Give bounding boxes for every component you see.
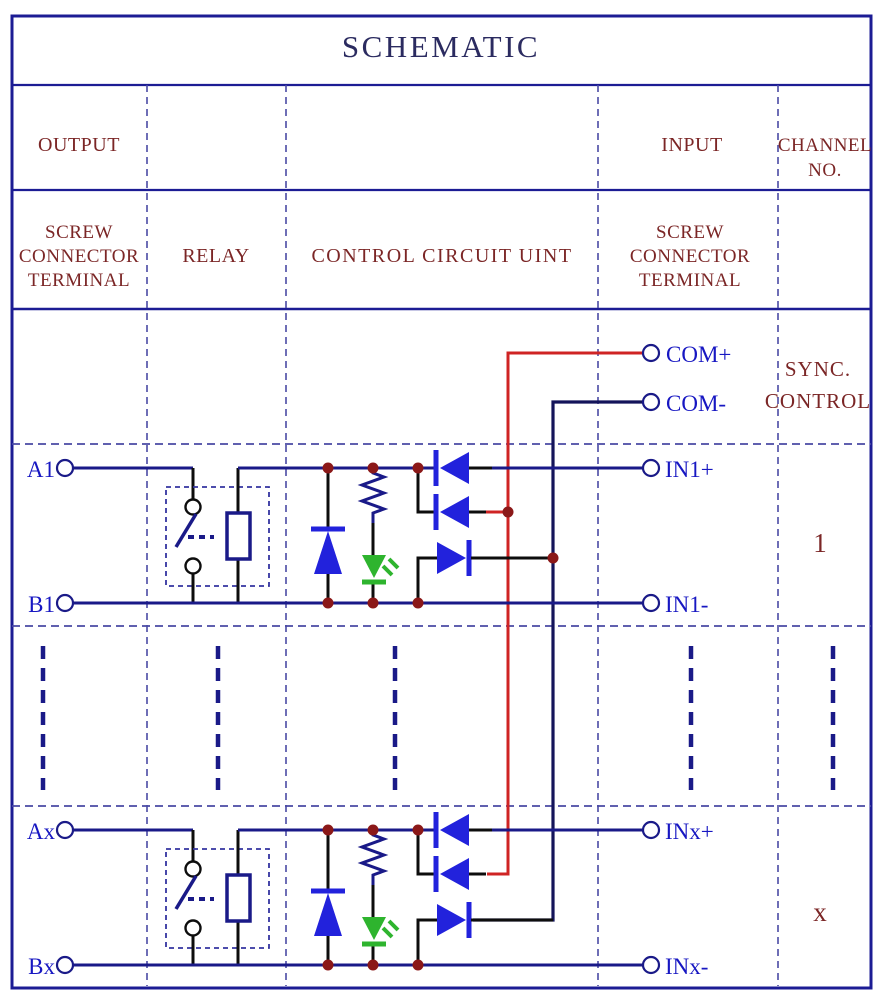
com-plus-label: COM+ bbox=[666, 342, 731, 367]
terminal-circle bbox=[641, 392, 661, 412]
screw-terminal-right-line1: SCREW bbox=[656, 222, 724, 243]
sync-label-line2: CONTROL bbox=[765, 389, 871, 413]
junction-dot bbox=[547, 552, 559, 564]
screw-terminal-left-line2: CONNECTOR bbox=[19, 246, 139, 267]
column-header-channel-line2: NO. bbox=[808, 160, 842, 181]
table-outer-border bbox=[10, 14, 873, 990]
channel-number-1: 1 bbox=[813, 528, 827, 558]
schematic-table bbox=[10, 14, 873, 990]
sync-label-line1: SYNC. bbox=[785, 357, 851, 381]
terminal-label-inx-minus: INx- bbox=[665, 954, 708, 979]
com-plus-bus-wire bbox=[487, 351, 643, 876]
control-circuit-header: CONTROL CIRCUIT UINT bbox=[311, 245, 572, 267]
terminal-label-b1: B1 bbox=[28, 592, 55, 617]
relay-column-header: RELAY bbox=[182, 245, 249, 267]
terminal-label-in1-minus: IN1- bbox=[665, 592, 708, 617]
sync-control-section: COM+ COM- SYNC. CONTROL bbox=[473, 342, 871, 922]
terminal-circle bbox=[641, 343, 661, 363]
channel-x-circuit: Ax Bx INx+ INx- x bbox=[27, 812, 827, 979]
com-minus-bus-wire bbox=[473, 400, 643, 922]
junction-dot bbox=[502, 506, 514, 518]
channel-number-x: x bbox=[813, 897, 827, 927]
terminal-label-in1-plus: IN1+ bbox=[665, 457, 714, 482]
screw-terminal-left-line3: TERMINAL bbox=[28, 270, 130, 291]
continuation-marks bbox=[40, 646, 836, 790]
column-header-output: OUTPUT bbox=[38, 134, 120, 156]
screw-terminal-right-line3: TERMINAL bbox=[639, 270, 741, 291]
column-header-input: INPUT bbox=[661, 134, 722, 156]
terminal-label-a1: A1 bbox=[27, 457, 55, 482]
terminal-label-inx-plus: INx+ bbox=[665, 819, 714, 844]
column-header-channel-line1: CHANNEL bbox=[778, 135, 872, 156]
channel-1-circuit: A1 B1 IN1+ IN1- 1 bbox=[27, 450, 827, 617]
screw-terminal-left-line1: SCREW bbox=[45, 222, 113, 243]
screw-terminal-right-line2: CONNECTOR bbox=[630, 246, 750, 267]
terminal-label-ax: Ax bbox=[27, 819, 56, 844]
table-headers: SCHEMATIC OUTPUT INPUT CHANNEL NO. SCREW… bbox=[19, 29, 872, 291]
com-minus-label: COM- bbox=[666, 391, 726, 416]
page-title: SCHEMATIC bbox=[342, 29, 540, 64]
terminal-label-bx: Bx bbox=[28, 954, 55, 979]
